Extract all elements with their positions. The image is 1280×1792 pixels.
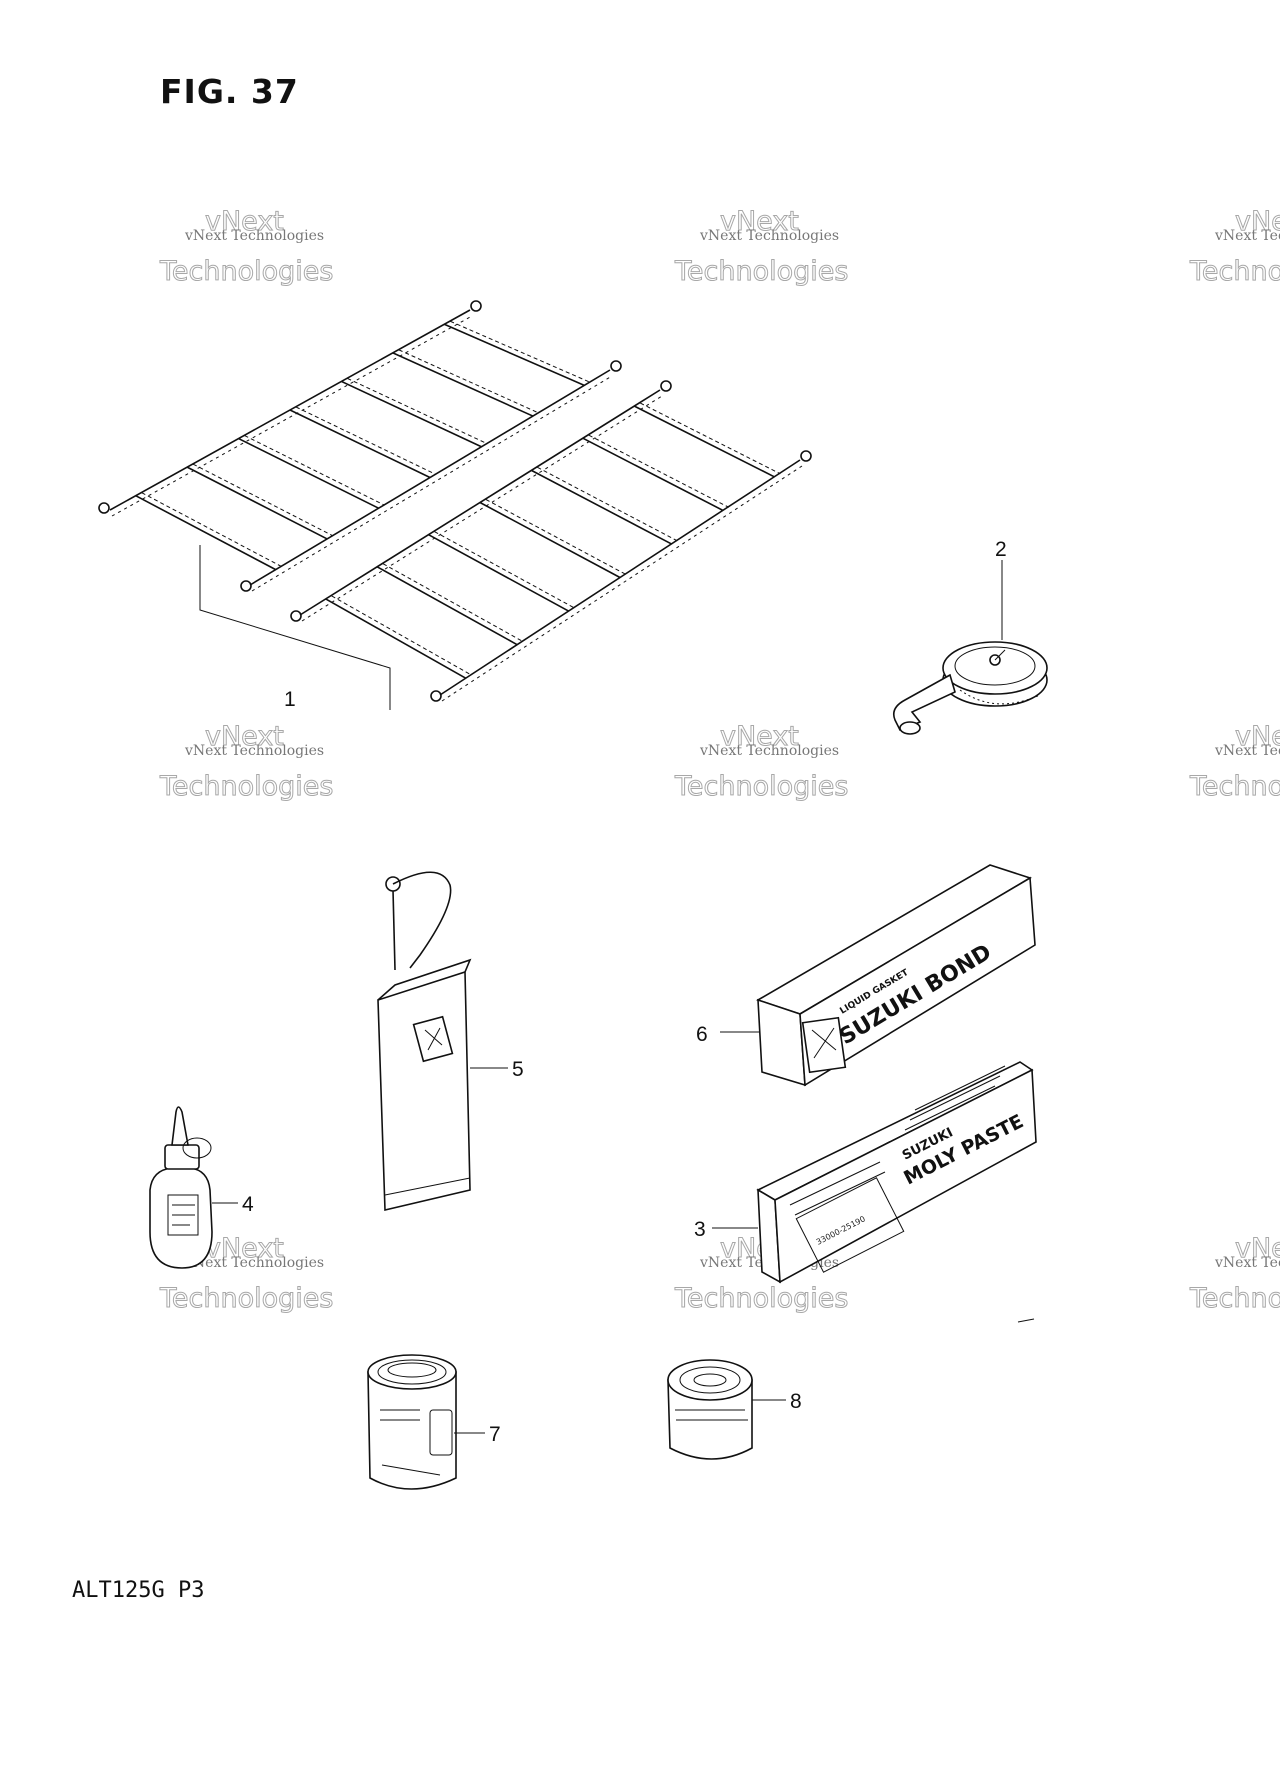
- callout-2: 2: [995, 538, 1007, 561]
- callout-3: 3: [694, 1218, 706, 1241]
- part-3-moly-paste-box: SUZUKI MOLY PASTE 33000-25190: [712, 1061, 1037, 1284]
- watermark-small: vNext Technologies: [184, 743, 324, 759]
- watermark-big-top: vNext: [205, 721, 284, 752]
- model-code: ALT125G P3: [72, 1578, 205, 1603]
- watermark-big-bottom: Technologies: [159, 256, 333, 287]
- callout-6: 6: [696, 1023, 708, 1046]
- chain-cross-link-detail: [434, 531, 575, 609]
- watermark-small: vNext Technologies: [184, 228, 324, 244]
- watermark-big-bottom: Technologies: [159, 1283, 333, 1314]
- callout-1: 1: [284, 688, 296, 711]
- chain-cross-link: [633, 405, 775, 478]
- chain-cross-link-detail: [398, 349, 540, 414]
- callout-4: 4: [242, 1193, 254, 1216]
- chain-cross-link: [443, 323, 585, 387]
- watermark-big-bottom: Technologies: [1189, 256, 1280, 287]
- callout-numbers: 1 2 3 4 5 6 7 8: [242, 538, 1007, 1446]
- watermark-group: vNext vNext Technologies Technologies vN…: [159, 206, 1280, 1315]
- watermark-big-top: vNext: [205, 206, 284, 237]
- watermark-big-top: vNext: [720, 206, 799, 237]
- watermark-small: vNext Technologies: [699, 228, 839, 244]
- chain-cross-link: [135, 495, 277, 571]
- part-1-tire-chains: [98, 300, 812, 710]
- watermark-small: vNext Technologies: [699, 743, 839, 759]
- watermark-big-bottom: Technologies: [674, 771, 848, 802]
- chain-cross-link: [392, 352, 534, 417]
- part-8-short-can: [667, 1359, 786, 1460]
- chain-cross-link-detail: [537, 466, 678, 542]
- figure-title: FIG. 37: [160, 72, 299, 111]
- chain-cross-link: [325, 598, 467, 679]
- chain-cross-link-detail: [244, 435, 385, 506]
- chain-cross-link-detail: [450, 320, 591, 383]
- chain-cross-link-detail: [192, 463, 334, 537]
- callout-5: 5: [512, 1058, 524, 1081]
- stray-mark: [1017, 1318, 1035, 1323]
- callout-7: 7: [489, 1423, 501, 1446]
- watermark-small: vNext Technologies: [1214, 743, 1280, 759]
- chain-cross-link-detail: [485, 499, 627, 575]
- chain-cross-link-detail: [331, 595, 472, 676]
- watermark-big-bottom: Technologies: [159, 771, 333, 802]
- chain-cross-link: [238, 437, 379, 509]
- watermark-small: vNext Technologies: [184, 1255, 324, 1271]
- watermark-big-top: vNext: [1235, 206, 1280, 237]
- chain-cross-link: [582, 437, 724, 512]
- chain-cross-link: [376, 566, 518, 646]
- chain-cross-link-detail: [588, 434, 730, 508]
- watermark-big-bottom: Technologies: [674, 256, 848, 287]
- part-5-oil-can: [377, 871, 508, 1212]
- chain-cross-link-detail: [382, 563, 524, 643]
- watermark-small: vNext Technologies: [1214, 1255, 1280, 1271]
- chain-cross-link: [289, 409, 431, 479]
- chain-cross-link-detail: [640, 402, 781, 475]
- tire-chain-lower: [290, 380, 812, 702]
- chain-cross-link: [531, 469, 672, 545]
- watermark-big-bottom: Technologies: [1189, 771, 1280, 802]
- watermark-big-top: vNext: [720, 721, 799, 752]
- watermark-big-top: vNext: [1235, 1233, 1280, 1264]
- chain-cross-link: [341, 380, 482, 448]
- chain-cross-link-detail: [141, 492, 282, 568]
- chain-cross-link: [428, 533, 569, 612]
- callout-8: 8: [790, 1390, 802, 1413]
- tire-chain-upper: [98, 300, 622, 592]
- part-7-tall-can: [367, 1354, 485, 1490]
- watermark-big-top: vNext: [205, 1233, 284, 1264]
- chain-cross-link: [479, 501, 621, 579]
- watermark-small: vNext Technologies: [1214, 228, 1280, 244]
- part-6-suzuki-bond-box: LIQUID GASKET SUZUKI BOND: [720, 864, 1036, 1087]
- part-2-tire-gauge: [892, 560, 1048, 735]
- part-4-oil-bottle: [149, 1106, 238, 1269]
- chain-cross-link-detail: [347, 377, 488, 445]
- chain-cross-link-detail: [295, 406, 437, 475]
- watermark-big-bottom: Technologies: [674, 1283, 848, 1314]
- watermark-big-bottom: Technologies: [1189, 1283, 1280, 1314]
- callout-1-leader: [199, 545, 391, 710]
- chain-cross-link: [186, 466, 328, 540]
- watermark-big-top: vNext: [1235, 721, 1280, 752]
